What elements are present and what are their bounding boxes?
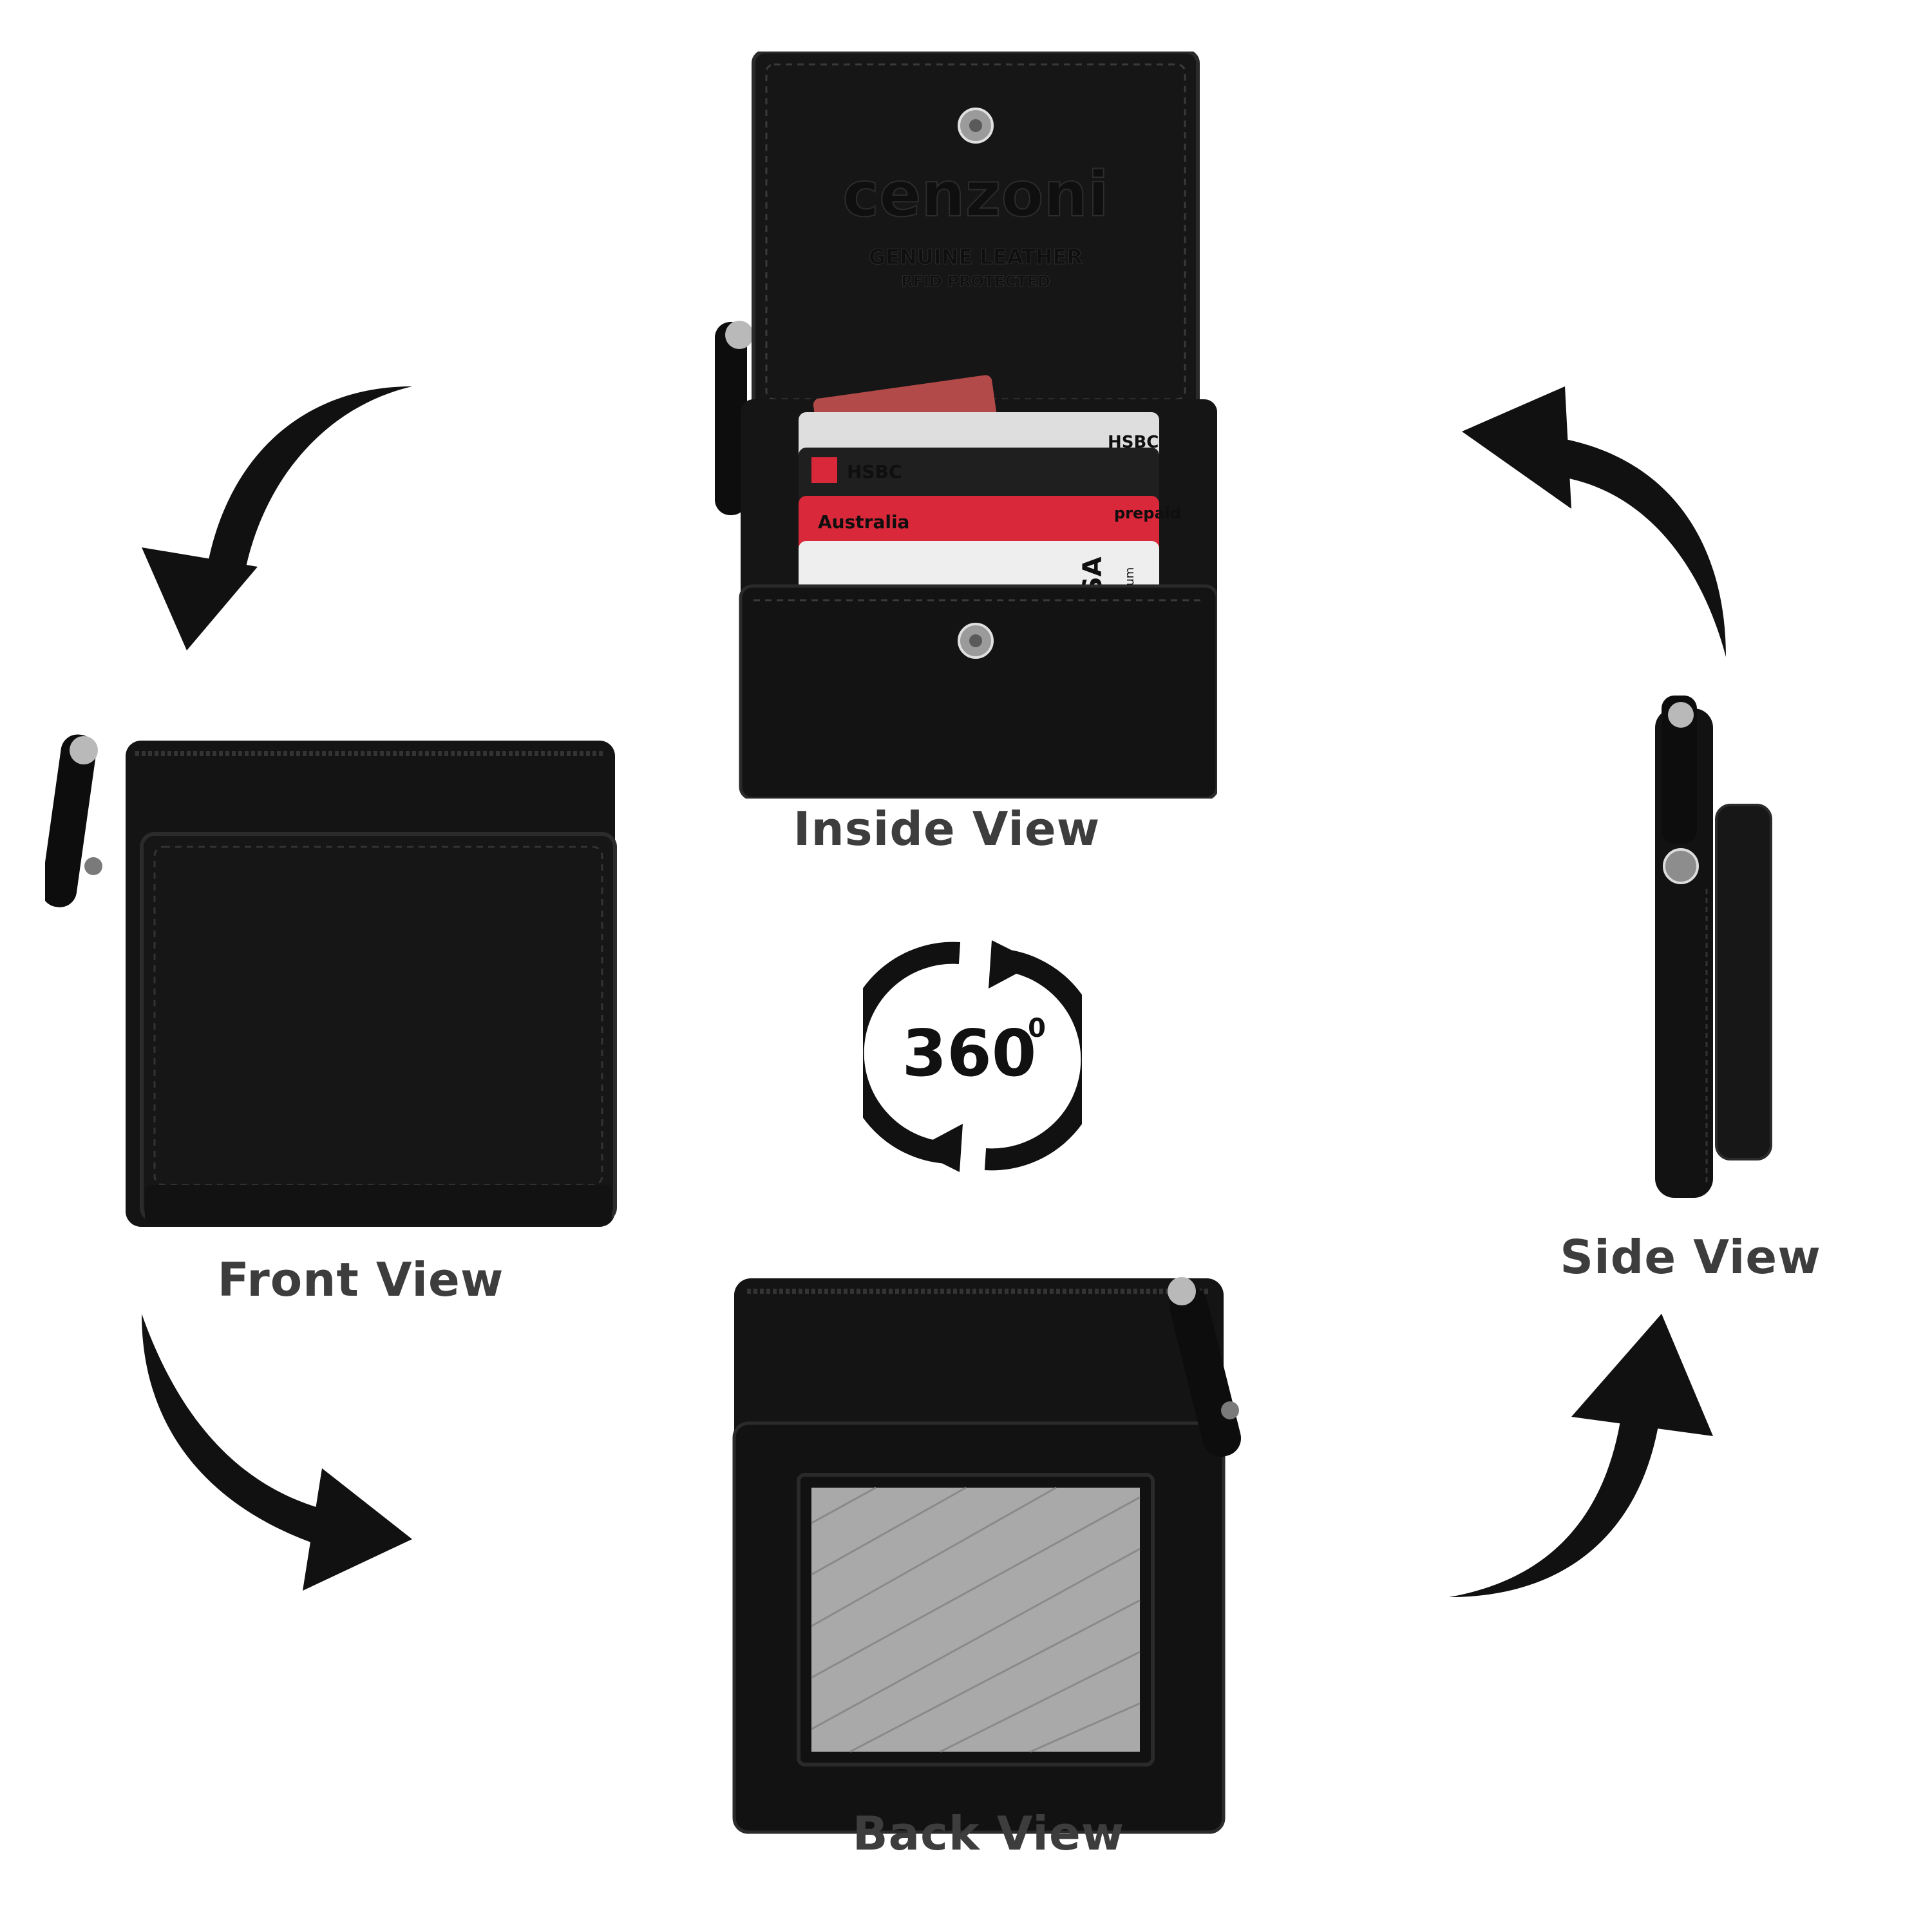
badge-degree: 0: [1028, 1014, 1046, 1043]
front-view-label: Front View: [217, 1253, 504, 1307]
inside-view-image: cenzoni GENUINE LEATHER RFID PROTECTED H…: [683, 52, 1217, 799]
card-3-tag: prepaid: [1114, 504, 1181, 522]
card-3-text: Australia: [818, 511, 909, 533]
arrow-top-right-icon: [1449, 380, 1732, 663]
side-view-label: Side View: [1560, 1230, 1821, 1284]
inside-view-label: Inside View: [793, 802, 1101, 856]
arrow-bottom-left-icon: [135, 1307, 419, 1604]
arrow-top-left-icon: [129, 380, 425, 657]
back-view-label: Back View: [852, 1806, 1125, 1861]
side-view-image: [1616, 696, 1784, 1204]
front-view-image: [45, 721, 625, 1236]
badge-text: 360: [902, 1016, 1037, 1091]
brand-line1: GENUINE LEATHER: [869, 245, 1083, 269]
rotate-360-badge: 360 0: [863, 940, 1082, 1172]
back-view-image: [721, 1265, 1288, 1845]
arrow-bottom-right-icon: [1443, 1307, 1726, 1604]
card-2-text: HSBC: [847, 461, 902, 482]
brand-logo: cenzoni: [842, 158, 1108, 231]
brand-line2: RFID PROTECTED: [901, 272, 1050, 290]
